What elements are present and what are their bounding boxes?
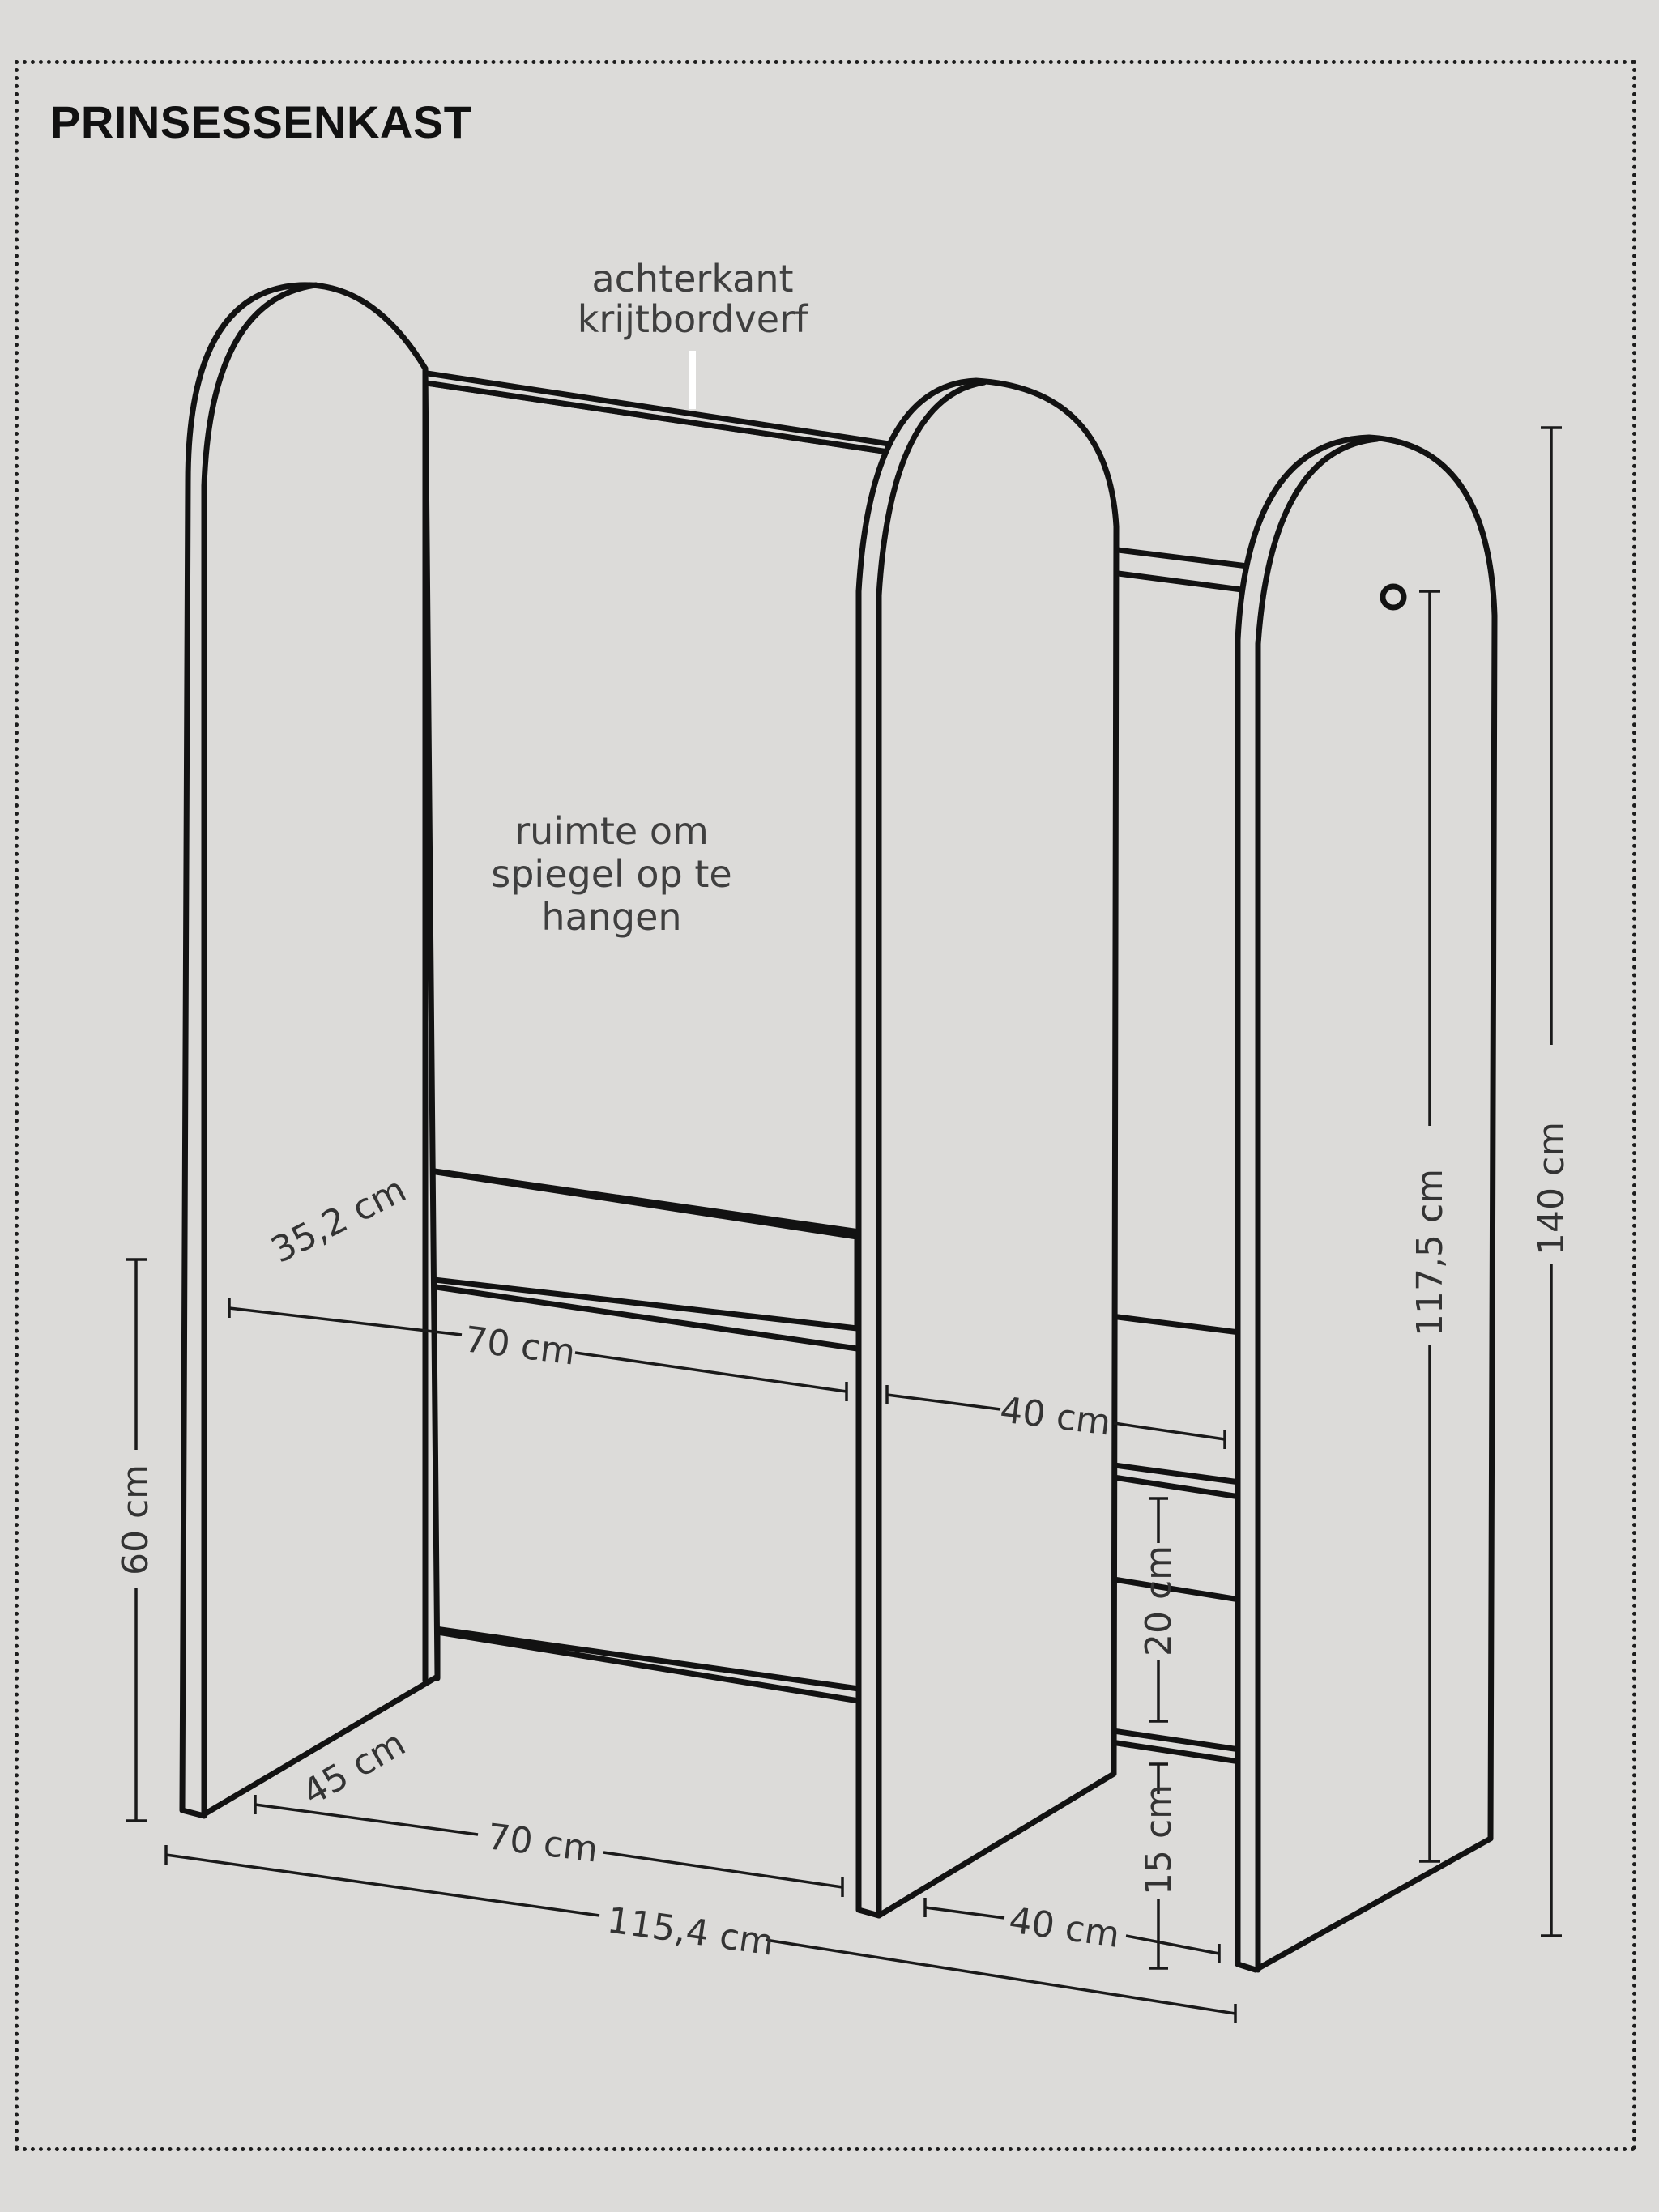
left-side-panel [179, 282, 441, 1819]
dim-height-shelf: 60 cm [115, 1464, 156, 1575]
dotted-border [15, 60, 1636, 2151]
rod-hole-icon [1380, 583, 1407, 611]
dimension-lines [126, 351, 1562, 2023]
dim-total-width: 115,4 cm [604, 1899, 776, 1963]
dim-height-rod: 117,5 cm [1410, 1169, 1451, 1336]
back-label-line1: achterkant [591, 257, 793, 300]
dim-shelf-gap-lower: 15 cm [1138, 1784, 1179, 1895]
page-title: PRINSESSENKAST [50, 96, 472, 147]
dim-base-width-right: 40 cm [1006, 1899, 1122, 1956]
mirror-label-line2: spiegel op te [491, 852, 731, 896]
back-panel [369, 366, 919, 1704]
mirror-label-line1: ruimte om [514, 809, 709, 853]
dim-shelf-gap-upper: 20 cm [1138, 1545, 1179, 1656]
mirror-label-line3: hangen [541, 895, 681, 939]
right-side-panel [1235, 434, 1498, 1973]
dim-base-width-left: 70 cm [485, 1816, 600, 1870]
back-label-line2: krijtbordverf [578, 297, 809, 341]
dim-height-total: 140 cm [1531, 1122, 1572, 1255]
middle-panel [855, 377, 1120, 1919]
dim-upper-width-left: 70 cm [463, 1319, 578, 1373]
